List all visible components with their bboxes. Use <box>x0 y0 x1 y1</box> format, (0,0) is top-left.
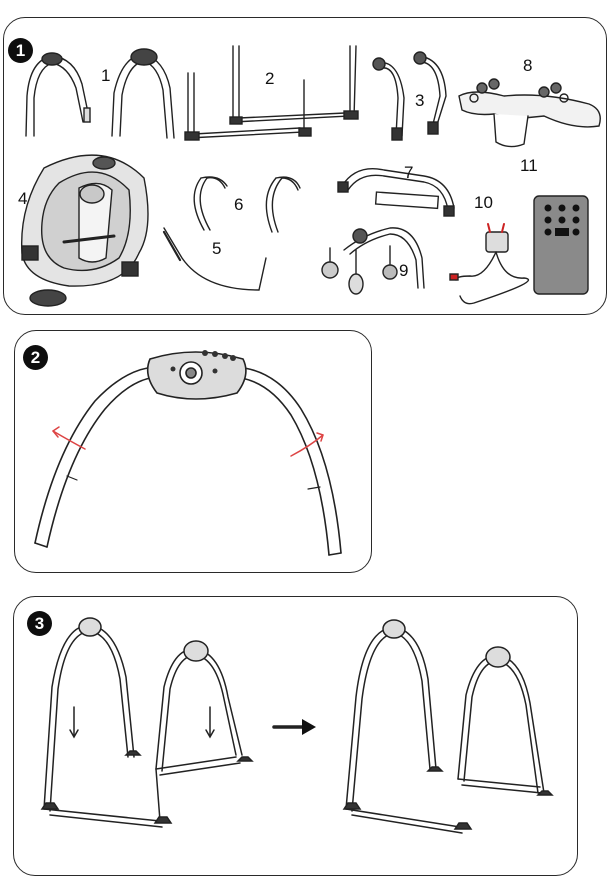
step-3-panel: 3 <box>13 596 578 876</box>
part-label-6: 6 <box>234 195 244 214</box>
parts-illustration <box>20 45 601 307</box>
arch-illustration <box>34 350 342 556</box>
step-1-badge: 1 <box>8 38 33 63</box>
part-1-arch-left <box>25 52 91 137</box>
frame-before <box>40 617 254 828</box>
step-2-panel: 2 <box>14 330 372 573</box>
part-6-arcs <box>193 176 301 233</box>
part-11-remote <box>533 195 589 295</box>
part-label-9: 9 <box>399 261 409 280</box>
part-5-rod <box>162 227 267 291</box>
part-label-5: 5 <box>212 239 222 258</box>
part-4-seat <box>20 154 149 307</box>
part-label-4: 4 <box>18 189 28 208</box>
part-label-10: 10 <box>474 193 493 212</box>
part-label-2: 2 <box>265 69 275 88</box>
part-7-toy-bar <box>337 168 455 217</box>
part-label-3: 3 <box>415 91 425 110</box>
transition-arrow <box>272 719 316 735</box>
part-10-adapter <box>449 223 530 305</box>
frame-assembly-illustration <box>40 617 554 834</box>
step-3-badge: 3 <box>27 611 52 636</box>
part-8-tray <box>458 78 601 148</box>
frame-after <box>342 619 554 834</box>
part-1-arch-right <box>111 48 175 139</box>
part-label-7: 7 <box>404 163 414 182</box>
part-2-frame <box>184 45 359 141</box>
part-label-1: 1 <box>101 66 111 85</box>
part-label-11: 11 <box>520 156 538 175</box>
part-9-mobile <box>321 227 425 295</box>
step-1-panel: 1 <box>3 17 607 315</box>
part-label-8: 8 <box>523 56 533 75</box>
part-3-bars <box>372 51 447 141</box>
step-2-badge: 2 <box>23 345 48 370</box>
